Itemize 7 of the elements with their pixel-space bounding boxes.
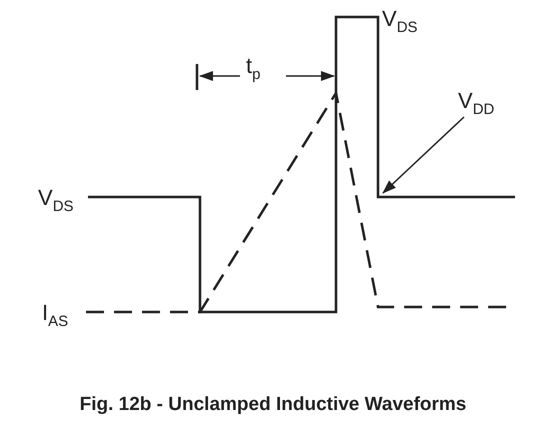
signal-label: t$_{p}$ [246,55,260,82]
signal-label: I$_{AS}$ [42,302,68,329]
signal-label: V$_{DD}$ [458,90,494,117]
leader-arrow [382,116,465,194]
signal-label: V$_{DS}$ [382,8,418,35]
figure-caption: Fig. 12b - Unclamped Inductive Waveforms [78,394,468,416]
signal-label: V$_{DS}$ [38,187,74,214]
